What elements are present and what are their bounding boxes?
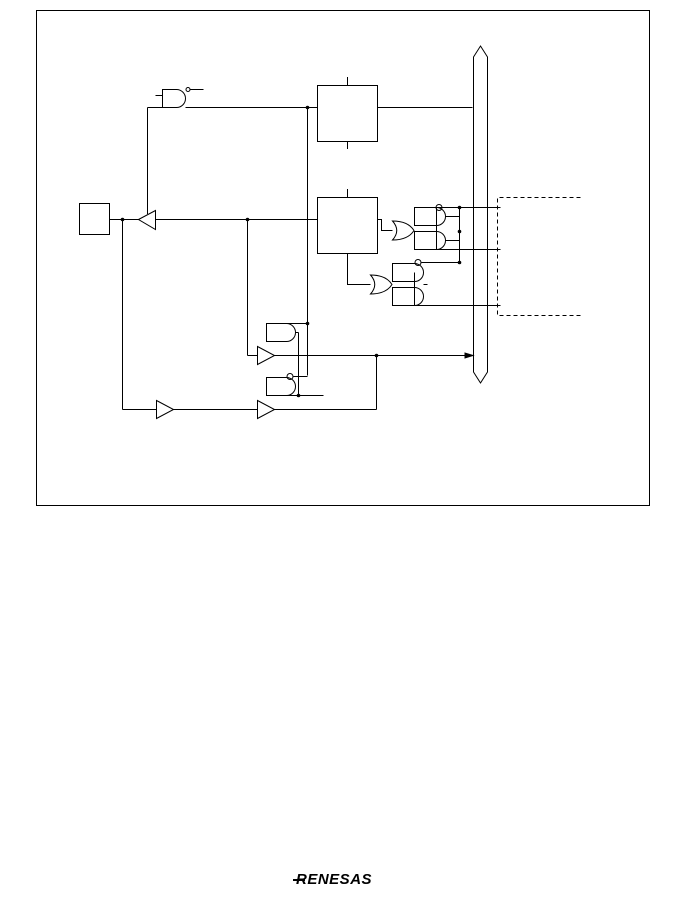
or-gate-right-b: [369, 274, 393, 295]
junction-dot: [245, 217, 250, 222]
junction-dot: [305, 321, 310, 326]
and-gate-right-d: [392, 287, 424, 306]
block-upper: [317, 85, 378, 142]
internal-bus: [473, 45, 488, 384]
bus-arrow-head: [464, 352, 475, 359]
wire-lower-out-right: [377, 219, 393, 231]
buffer-bottom-left: [156, 399, 175, 420]
junction-dot: [120, 217, 125, 222]
junction-dot: [296, 393, 301, 398]
junction-dot: [374, 353, 379, 358]
bubble-lower-b: [286, 373, 294, 380]
bubble-right-b: [414, 259, 422, 266]
renesas-logo: RENESAS: [292, 870, 392, 890]
diagram-border: [36, 10, 650, 506]
and-gate-lower-a: [266, 323, 296, 342]
and-gate-lower-b: [266, 377, 296, 396]
buffer-lower-a: [257, 345, 276, 366]
and-gate-top: [162, 89, 186, 108]
junction-dot: [457, 260, 462, 265]
and-top-bubble: [185, 87, 191, 92]
block-lower: [317, 197, 378, 254]
junction-dot: [305, 105, 310, 110]
and-gate-right-b: [414, 231, 446, 250]
junction-dot: [457, 229, 462, 234]
and-gate-right-c: [392, 263, 424, 282]
or-gate-right-a: [391, 220, 415, 241]
junction-dot: [457, 205, 462, 210]
logo-rest: ENESAS: [307, 871, 373, 888]
logo-r-letter: R: [292, 871, 308, 888]
dashed-region: [497, 197, 581, 316]
wire-lower-out-down: [347, 253, 371, 285]
pin-box: [79, 203, 110, 235]
buffer-lower-b: [257, 399, 276, 420]
